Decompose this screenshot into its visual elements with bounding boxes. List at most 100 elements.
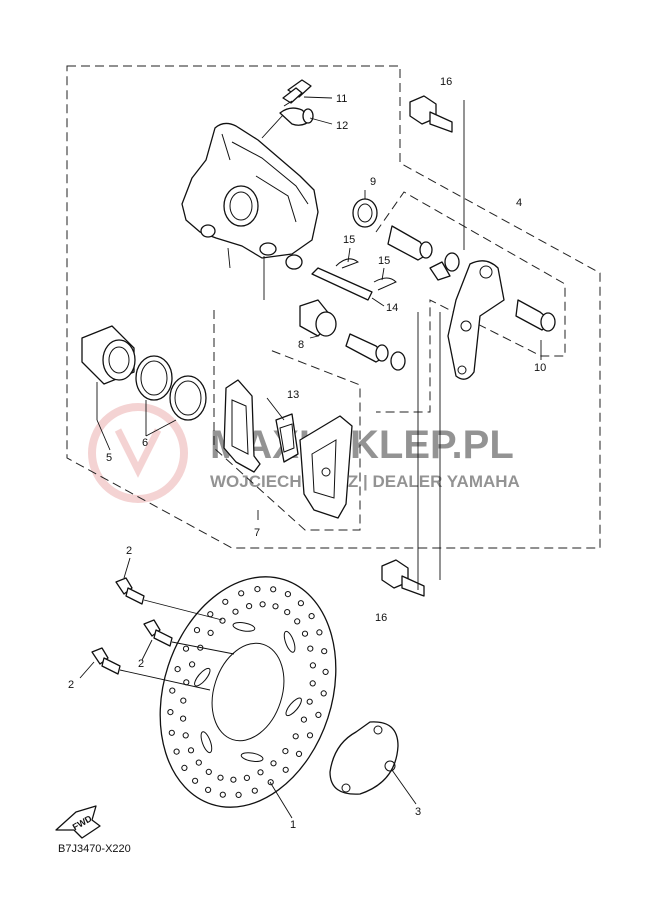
disc-hole (267, 779, 274, 786)
disc-hole (316, 629, 323, 636)
brake-pad-right (299, 415, 353, 519)
disc-hole (306, 732, 314, 739)
callout-numbers: 1 2 2 2 3 4 5 6 7 8 9 10 11 12 13 14 15 … (68, 76, 546, 831)
disc-hole (315, 711, 322, 719)
disc-hole (251, 787, 258, 794)
disc-hole (195, 759, 202, 766)
disc-hole (301, 630, 309, 637)
disc-hole (207, 629, 214, 637)
slide-pin-boot-9 (352, 198, 378, 228)
disc-hole (259, 601, 266, 608)
piston-8 (299, 299, 337, 337)
disc-slot (285, 697, 302, 717)
callout-1: 1 (290, 819, 296, 831)
callout-5: 5 (106, 452, 112, 464)
disc-hole (246, 603, 253, 610)
disc-hole (219, 791, 226, 798)
disc-hole (182, 645, 190, 652)
disc-hole (205, 786, 212, 794)
disc-hole (235, 791, 242, 799)
pad-spring-clip (429, 261, 451, 281)
callout-12: 12 (336, 120, 348, 132)
bleed-screw (282, 79, 312, 107)
disc-hole (193, 627, 201, 634)
callout-2-top: 2 (126, 545, 132, 557)
disc-hole (187, 747, 195, 754)
disc-hole (292, 733, 299, 740)
pad-shim (275, 413, 299, 463)
pad-group-outline (213, 310, 361, 531)
callout-3: 3 (415, 806, 421, 818)
disc-hole (272, 603, 279, 610)
brake-pad-left (223, 379, 261, 473)
disc-hole (282, 748, 289, 755)
disc-hole (181, 764, 188, 772)
bolt-16-bottom (381, 559, 425, 597)
piston-seal-b (169, 375, 207, 421)
disc-bolt-a (115, 577, 145, 605)
disc-bolt-c (91, 647, 121, 675)
disc-hole (309, 662, 316, 669)
bolt-10 (515, 299, 556, 332)
callout-16-top: 16 (440, 76, 452, 88)
watermark-logo-mark (114, 428, 162, 478)
disc-hole (257, 769, 264, 776)
leader-lines (79, 96, 542, 819)
watermark-sub-text: WOJCIECHOWICZ | DEALER YAMAHA (210, 472, 520, 491)
disc-hole (300, 716, 307, 723)
callout-15-left: 15 (343, 234, 355, 246)
watermark-logo (88, 403, 188, 503)
pad-clip-a (335, 258, 360, 269)
diagram-code: B7J3470-X220 (58, 843, 131, 855)
disc-hole (167, 709, 174, 716)
disc-hole (270, 586, 277, 593)
disc-slot (283, 630, 296, 653)
caliper-piston (81, 325, 136, 385)
disc-hole (205, 768, 212, 776)
callout-9: 9 (370, 176, 376, 188)
watermark-main-text: MAXI-SKLEP.PL (210, 423, 514, 467)
snap-ring (329, 721, 399, 795)
disc-hole (284, 609, 291, 616)
disc-hole (309, 680, 316, 687)
disc-slot (240, 752, 264, 762)
callout-7: 7 (254, 527, 260, 539)
disc-hole (306, 698, 313, 705)
disc-hole (180, 697, 187, 704)
disc-hole (189, 661, 196, 668)
brake-disc (159, 576, 337, 808)
washer-upper (444, 252, 460, 272)
disc-hole (307, 645, 314, 652)
caliper-assembly-outline (66, 65, 601, 549)
disc-hole (168, 729, 175, 736)
disc-hole (254, 586, 261, 593)
disc-hole (180, 715, 187, 722)
disc-hole (169, 687, 176, 694)
callout-16-bottom: 16 (375, 612, 387, 624)
disc-bolt-b (143, 619, 173, 647)
disc-hole (219, 617, 226, 624)
disc-hole (282, 766, 289, 773)
disc-hole (243, 774, 250, 782)
disc-hole (230, 776, 237, 783)
callout-6: 6 (142, 437, 148, 449)
caliper-body (181, 122, 319, 259)
disc-hole (174, 666, 181, 673)
disc-hole (294, 618, 301, 625)
bracket-assembly-outline (375, 191, 566, 413)
bleed-cap (279, 107, 314, 126)
disc-hole (222, 598, 229, 605)
callout-15-right: 15 (378, 255, 390, 267)
disc-hole (284, 591, 291, 598)
disc-vent-holes (167, 586, 329, 799)
caliper-bracket (447, 260, 505, 380)
callout-10: 10 (534, 362, 546, 374)
disc-hole (232, 608, 239, 615)
disc-hole (238, 590, 245, 597)
disc-hole (295, 750, 303, 758)
callout-14: 14 (386, 302, 398, 314)
bracket-pin-lower (345, 333, 389, 363)
watermark: MAXI-SKLEP.PL WOJCIECHOWICZ | DEALER YAM… (88, 403, 520, 503)
